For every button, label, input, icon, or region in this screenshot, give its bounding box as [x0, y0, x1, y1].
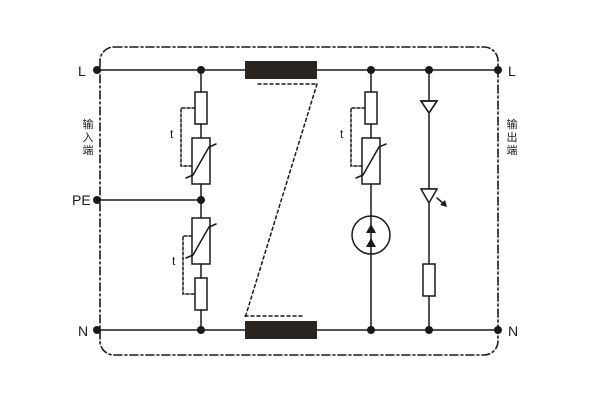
label-pe: PE — [72, 192, 91, 208]
terminal-output-live — [494, 66, 502, 74]
junction-dot — [425, 326, 433, 334]
terminal-input-live — [93, 66, 101, 74]
inductor-live — [245, 61, 317, 79]
thermal-link-upper-left — [180, 107, 196, 167]
varistor-upper-left — [191, 137, 211, 185]
inductor-coupling — [244, 83, 318, 319]
label-output-live: L — [508, 63, 516, 79]
varistor-right — [361, 137, 381, 185]
terminal-pe — [93, 196, 101, 204]
label-output-neutral: N — [508, 323, 519, 339]
junction-dot — [197, 66, 205, 74]
terminal-output-neutral — [494, 326, 502, 334]
fuse-lower-left — [194, 277, 208, 311]
label-thermal-right: t — [340, 127, 344, 141]
label-input-neutral: N — [78, 323, 89, 339]
label-input-side: 输入端 — [82, 118, 94, 157]
label-thermal-lower-left: t — [172, 254, 176, 268]
label-output-side: 输出端 — [506, 118, 518, 157]
inductor-neutral — [245, 321, 317, 339]
fuse-upper-left — [194, 91, 208, 125]
enclosure-boundary — [99, 46, 499, 356]
junction-dot — [367, 326, 375, 334]
label-thermal-upper-left: t — [170, 127, 174, 141]
label-input-live: L — [78, 63, 86, 79]
fuse-right — [364, 91, 378, 125]
led-indicator — [419, 188, 439, 205]
terminal-input-neutral — [93, 326, 101, 334]
junction-dot — [197, 196, 205, 204]
junction-dot — [425, 66, 433, 74]
thermal-link-lower-left — [182, 235, 196, 295]
varistor-lower-left — [191, 217, 211, 265]
diode-upper — [419, 100, 439, 115]
junction-dot — [197, 326, 205, 334]
junction-dot — [367, 66, 375, 74]
resistor — [422, 263, 436, 297]
thermal-link-right — [350, 107, 366, 167]
